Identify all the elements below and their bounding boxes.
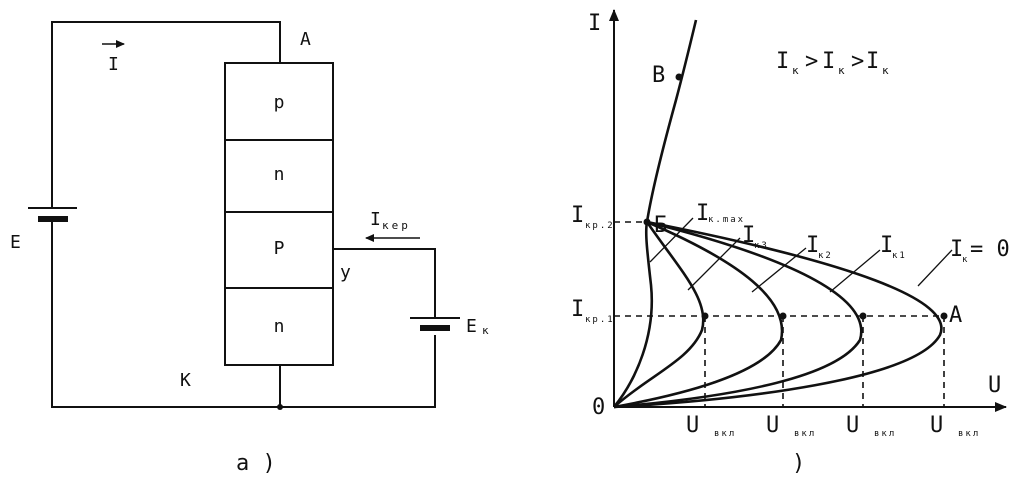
u-vkl-sub-3: вкл — [874, 429, 896, 439]
svg-text:к: к — [882, 64, 892, 77]
ik0-value: = 0 — [970, 237, 1010, 262]
layer-label-1: p — [274, 92, 285, 113]
point-b2-label: Б — [654, 213, 667, 238]
control-current-sub: кер — [382, 219, 411, 232]
u-vkl-sub-2: вкл — [794, 429, 816, 439]
point-ik1-dot — [859, 312, 867, 320]
control-emf-label: E — [466, 316, 477, 337]
point-b2-dot — [643, 218, 651, 226]
svg-text:>: > — [805, 49, 818, 74]
emf-label: E — [10, 232, 21, 253]
svg-text:I: I — [776, 49, 789, 74]
leader-ik2 — [751, 247, 807, 293]
inequality: I к > I к > I к — [776, 49, 892, 77]
point-ik3-dot — [701, 312, 709, 320]
i-kr1-sub: кр.1 — [585, 315, 615, 325]
graph-caption: ) — [792, 451, 805, 476]
leader-ik1 — [829, 249, 881, 293]
y-axis-label: I — [588, 11, 601, 36]
point-a-dot — [940, 312, 948, 320]
circuit-caption: а ) — [236, 451, 276, 476]
u-vkl-sub-4: вкл — [958, 429, 980, 439]
point-ik2-dot — [779, 312, 787, 320]
u-vkl-label-4: U — [930, 413, 943, 438]
i-kr1-label: I — [571, 297, 584, 322]
pnpn-structure — [224, 62, 334, 366]
ik1-sub: к1 — [892, 251, 907, 261]
junction-dot — [277, 404, 283, 410]
wire-bottom — [51, 222, 436, 408]
ik2-sub: к2 — [818, 251, 833, 261]
point-b-label: В — [652, 63, 665, 88]
leader-ik3 — [687, 237, 741, 291]
control-current-label: I — [370, 209, 381, 230]
svg-text:>: > — [851, 49, 864, 74]
ik3-label: I — [742, 223, 755, 248]
i-kr2-sub: кр.2 — [585, 221, 615, 231]
point-a-label: А — [949, 303, 962, 328]
svg-text:к: к — [838, 64, 848, 77]
ik1-label: I — [880, 233, 893, 258]
layer-label-3: P — [274, 238, 285, 259]
u-vkl-sub-1: вкл — [714, 429, 736, 439]
svg-text:I: I — [822, 49, 835, 74]
ik-max-sub: к.max — [708, 215, 745, 225]
ik3-sub: к3 — [754, 241, 769, 251]
curve-on-state — [645, 19, 698, 223]
x-axis-label: U — [988, 373, 1001, 398]
thyristor-circuit: p n P n A K y E I I кер E к а ) — [10, 21, 492, 476]
wire-gate — [333, 248, 436, 318]
iv-characteristic: I U 0 В Б А I к > I к > — [571, 9, 1010, 476]
u-vkl-label-3: U — [846, 413, 859, 438]
current-label: I — [108, 54, 119, 75]
gate-label: y — [340, 262, 351, 283]
layer-label-4: n — [274, 316, 285, 337]
layer-label-2: n — [274, 164, 285, 185]
wire-top — [51, 21, 281, 208]
curve-ik0 — [613, 220, 943, 409]
svg-text:I: I — [866, 49, 879, 74]
ik-max-label: I — [696, 201, 709, 226]
origin-label: 0 — [592, 395, 605, 420]
anode-label: A — [300, 29, 311, 50]
leader-ik-max — [649, 217, 694, 263]
i-kr2-label: I — [571, 203, 584, 228]
svg-text:к: к — [792, 64, 802, 77]
u-vkl-label-1: U — [686, 413, 699, 438]
leader-ik0 — [917, 249, 953, 287]
curve-ik2 — [613, 220, 784, 409]
curve-ik-max — [612, 221, 654, 408]
ik0-label: I — [950, 237, 963, 262]
battery-e-short-plate — [38, 216, 68, 222]
control-emf-sub: к — [482, 324, 492, 337]
curve-ik3 — [613, 221, 705, 408]
cathode-label: K — [180, 370, 191, 391]
u-vkl-label-2: U — [766, 413, 779, 438]
curve-ik1 — [613, 220, 863, 409]
ik0-sub: к — [962, 255, 969, 265]
point-b-dot — [675, 73, 683, 81]
battery-ek-short-plate — [420, 325, 450, 331]
ik2-label: I — [806, 233, 819, 258]
